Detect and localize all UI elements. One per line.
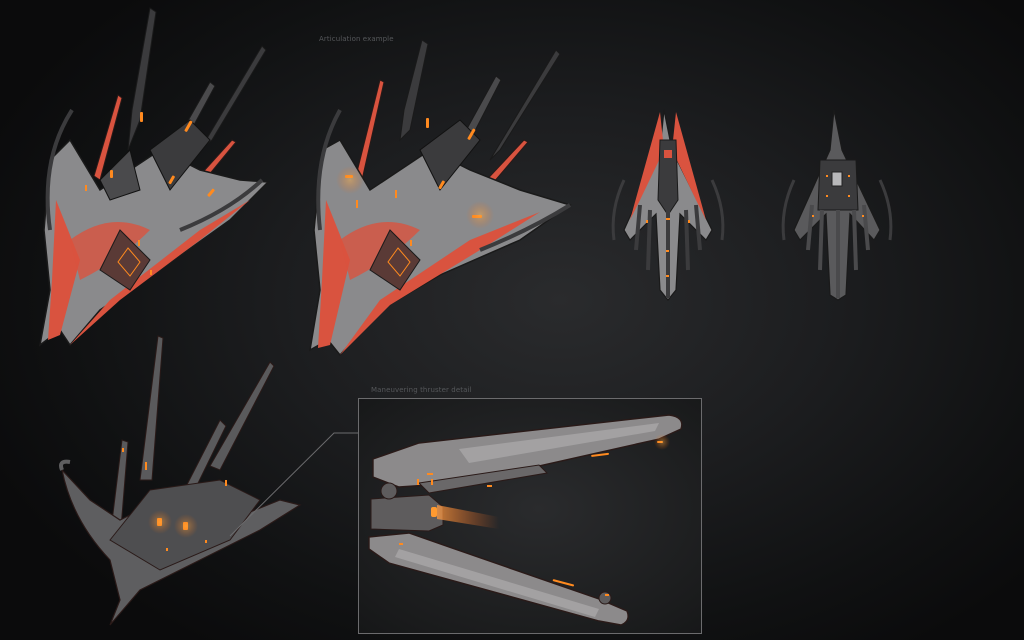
ship-underside-perspective-view — [59, 335, 302, 626]
thruster-detail-view — [368, 414, 683, 626]
callout-leader-line — [229, 432, 358, 537]
thruster-detail-frame — [358, 398, 702, 634]
articulation-example-label: Articulation example — [319, 35, 394, 43]
thruster-detail-label: Maneuvering thruster detail — [371, 386, 472, 394]
ship-top-view — [611, 109, 725, 301]
ship-articulated-view — [309, 39, 572, 357]
ship-perspective-view — [38, 7, 270, 347]
ship-bottom-view — [781, 109, 893, 301]
